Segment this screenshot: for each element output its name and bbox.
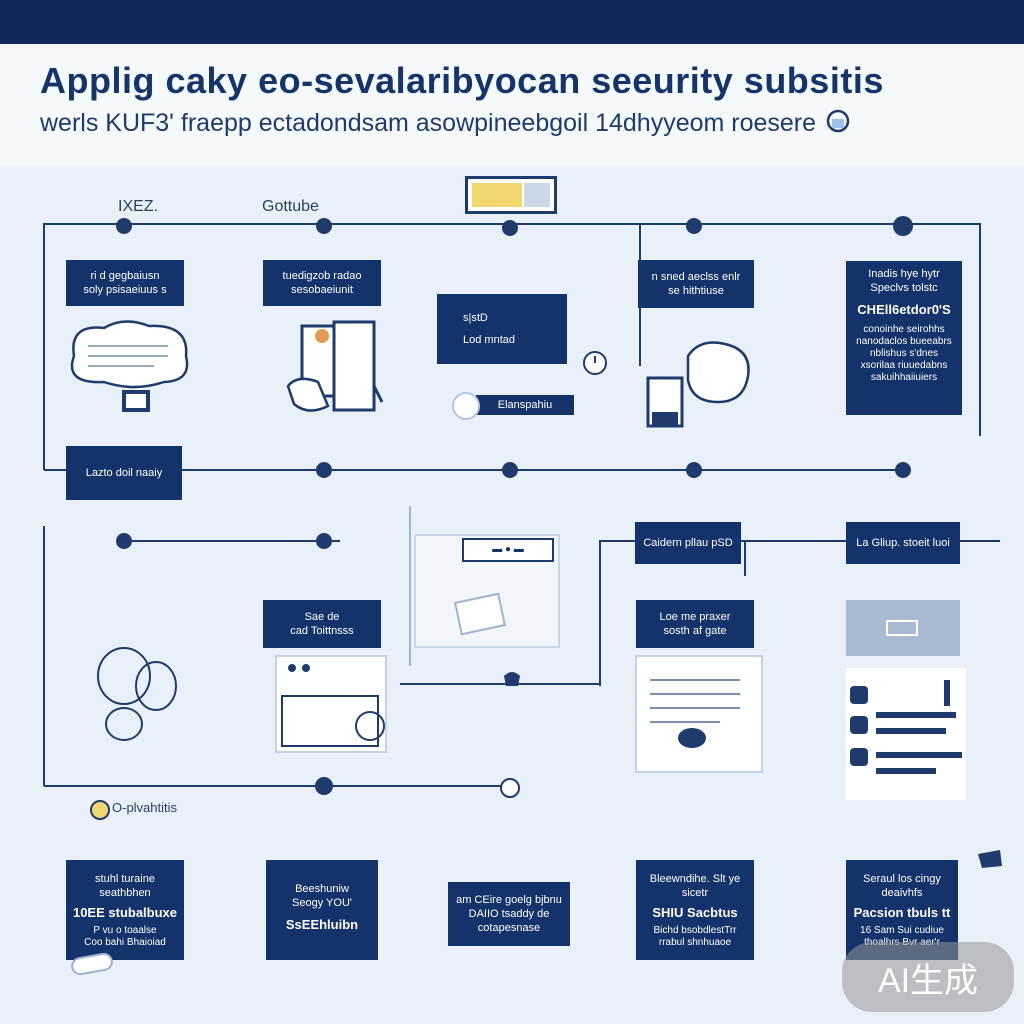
step-box-14-top: Bleewndihe. Slt ye sicetr bbox=[649, 872, 741, 899]
key-icon bbox=[452, 392, 480, 420]
face-sketch-illustration bbox=[97, 647, 177, 741]
node-dot bbox=[502, 220, 518, 236]
node-dot bbox=[686, 462, 702, 478]
page-title: Applig caky eo-sevalaribyocan seeurity s… bbox=[40, 60, 884, 101]
step-box-4: n sned aeclss enlr se hithtiuse bbox=[638, 260, 754, 308]
label-top-mid: Gottube bbox=[262, 198, 319, 215]
node-dot bbox=[116, 218, 132, 234]
workstation-illustration bbox=[275, 655, 387, 753]
step-box-8-text: La Gliup. stoeit luoi bbox=[856, 537, 950, 549]
step-box-14: Bleewndihe. Slt ye sicetr SHIU Sacbtus B… bbox=[636, 860, 754, 960]
brain-lock-illustration bbox=[646, 341, 750, 428]
step-box-3c-text: Elanspahiu bbox=[497, 399, 553, 411]
flag-icon bbox=[978, 850, 1002, 868]
step-box-3c: Elanspahiu bbox=[476, 395, 574, 415]
step-box-5-top: Inadis hye hytr Speclvs tolstc bbox=[868, 268, 940, 294]
step-box-7-text: Caidern pllau pSD bbox=[643, 537, 733, 549]
step-box-7: Caidern pllau pSD bbox=[635, 522, 741, 564]
node-dot bbox=[686, 218, 702, 234]
step-box-10-text: Loe me praxer sosth af gate bbox=[659, 611, 731, 637]
label-top-left: IXEZ. bbox=[118, 198, 159, 215]
step-box-13: am CEire goelg bjbnu DAIIO tsaddy de cot… bbox=[448, 882, 570, 946]
step-box-4-text: n sned aeclss enlr se hithtiuse bbox=[651, 271, 741, 297]
top-banner bbox=[0, 0, 1024, 44]
node-dot bbox=[316, 218, 332, 234]
step-box-11: stuhl turaine seathbhen 10EE stubalbuxe … bbox=[66, 860, 184, 960]
step-box-12: Beeshuniw Seogy YOU' SsEEhluibn bbox=[266, 860, 378, 960]
node-dot bbox=[116, 533, 132, 549]
node-dot bbox=[316, 462, 332, 478]
step-box-9: Sae de cad Toittnsss bbox=[263, 600, 381, 648]
step-box-3b-text: Lod mntad bbox=[463, 334, 515, 346]
step-box-1-text: ri d gegbaiusn soly psisaeiuus s bbox=[83, 270, 167, 296]
header-panel bbox=[0, 44, 1024, 166]
bag-icon bbox=[504, 672, 520, 686]
row1-footer-box: Lazto doil naaiy bbox=[66, 446, 182, 500]
card-icon bbox=[453, 592, 507, 636]
row1-footer-text: Lazto doil naaiy bbox=[85, 467, 163, 479]
step-box-13-text: am CEire goelg bjbnu DAIIO tsaddy de cot… bbox=[456, 894, 562, 934]
step-box-2: tuedigzob radao sesobaeiunit bbox=[263, 260, 381, 306]
chat-icon bbox=[90, 800, 110, 820]
cloud-illustration bbox=[70, 320, 189, 412]
node-dot bbox=[500, 778, 520, 798]
step-box-14-heading: SHIU Sacbtus bbox=[652, 904, 738, 920]
step-box-11-heading: 10EE stubalbuxe bbox=[72, 904, 178, 920]
step-box-15-top: Seraul los cingy deaivhfs bbox=[863, 872, 941, 899]
step-box-1: ri d gegbaiusn soly psisaeiuus s bbox=[66, 260, 184, 306]
step-box-3a-text: s|stD bbox=[463, 312, 488, 324]
gray-panel bbox=[846, 600, 960, 656]
node-dot bbox=[315, 777, 333, 795]
step-box-3a: s|stD Lod mntad bbox=[437, 294, 567, 364]
node-dot bbox=[316, 533, 332, 549]
step-box-5-heading: CHEll6etdor0'S bbox=[857, 302, 951, 317]
label-bottom-left: O-plvahtitis bbox=[112, 800, 178, 815]
step-box-6: ▬ ● ▬ bbox=[462, 538, 554, 562]
step-box-5-body: conoinhe seirohhs nanodaclos bueeabrs nb… bbox=[856, 324, 952, 383]
step-box-8: La Gliup. stoeit luoi bbox=[846, 522, 960, 564]
step-box-5: Inadis hye hytr Speclvs tolstc CHEll6etd… bbox=[846, 261, 962, 415]
step-box-12-top: Beeshuniw Seogy YOU' bbox=[292, 882, 352, 909]
page-subtitle: werls KUF3' fraepp ectadondsam asowpinee… bbox=[40, 108, 1000, 141]
subtitle-text: werls KUF3' fraepp ectadondsam asowpinee… bbox=[40, 109, 817, 138]
process-diagram: IXEZ. Gottube ri d gegbaiusn soly psisae… bbox=[0, 166, 1024, 1024]
step-box-9-text: Sae de cad Toittnsss bbox=[290, 611, 354, 637]
clock-icon bbox=[583, 351, 607, 375]
step-box-14-body: Bichd bsobdlestTrr rrabul shnhuaoe bbox=[653, 924, 737, 948]
step-box-12-heading: SsEEhluibn bbox=[285, 916, 359, 932]
node-dot bbox=[893, 216, 913, 236]
step-box-2-text: tuedigzob radao sesobaeiunit bbox=[282, 270, 362, 296]
document-illustration bbox=[635, 655, 763, 773]
step-box-11-top: stuhl turaine seathbhen bbox=[95, 872, 155, 899]
bar-list-illustration bbox=[846, 668, 966, 800]
pill-icon bbox=[71, 952, 113, 976]
step-box-10: Loe me praxer sosth af gate bbox=[636, 600, 754, 648]
legend-chip bbox=[465, 176, 557, 214]
node-dot bbox=[895, 462, 911, 478]
lock-icon bbox=[823, 108, 853, 141]
document-stack-illustration bbox=[286, 320, 384, 412]
node-dot bbox=[502, 462, 518, 478]
step-box-11-body: P vu o toaalse Coo bahi Bhaioiad bbox=[84, 924, 166, 948]
ai-generated-watermark: AI生成 bbox=[842, 942, 1014, 1012]
step-box-6-glyph: ▬ ● ▬ bbox=[492, 544, 524, 555]
step-box-15-heading: Pacsion tbuls tt bbox=[853, 904, 951, 920]
